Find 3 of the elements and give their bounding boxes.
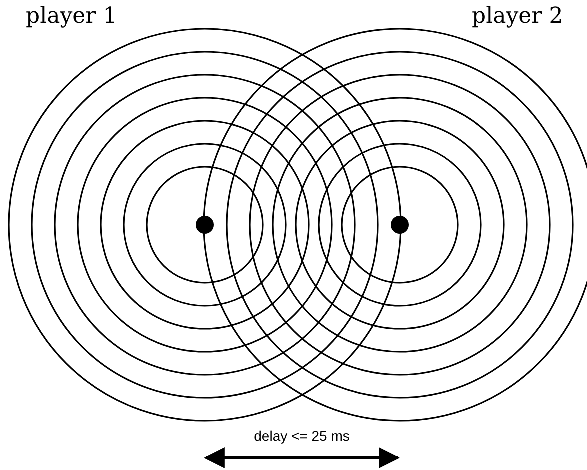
player-label: player 2 [472,4,564,29]
delay-label: delay <= 25 ms [254,428,350,444]
player-label: player 1 [26,4,118,29]
